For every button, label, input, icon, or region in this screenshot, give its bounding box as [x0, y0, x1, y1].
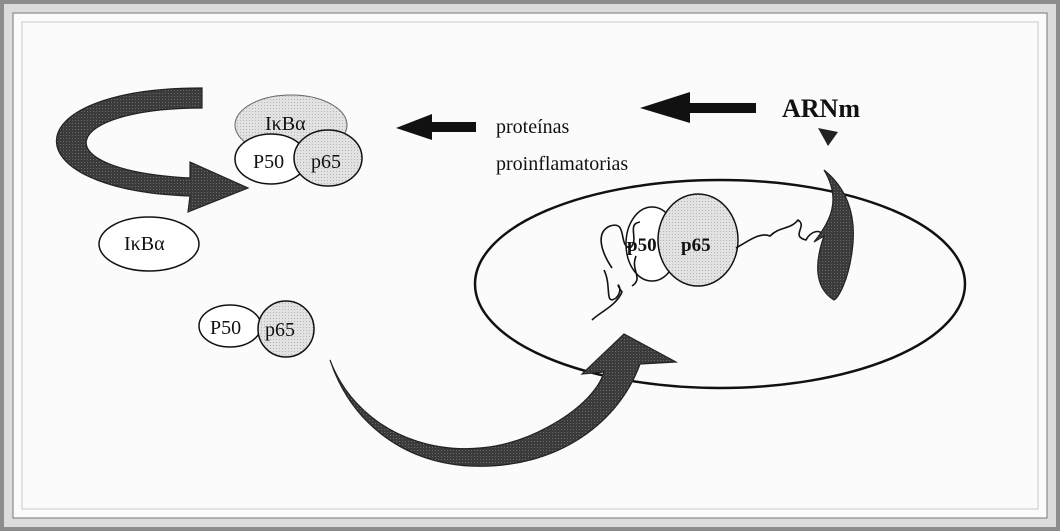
p50-top-label: P50 [253, 152, 284, 172]
proinflamatorias-label: proinflamatorias [496, 154, 628, 174]
ikba-free-label: IκBα [124, 234, 165, 254]
p65-nucleus-label: p65 [681, 236, 711, 255]
ikba-top-label: IκBα [265, 114, 306, 134]
arnm-label: ARNm [782, 96, 860, 122]
proteinas-label: proteínas [496, 117, 569, 137]
p50-nucleus-label: p50 [627, 236, 657, 255]
p65-free-label: p65 [265, 320, 295, 340]
p65-top-label: p65 [311, 152, 341, 172]
p50-free-label: P50 [210, 318, 241, 338]
